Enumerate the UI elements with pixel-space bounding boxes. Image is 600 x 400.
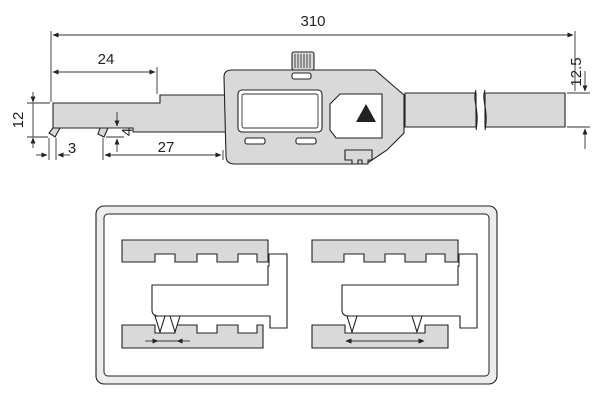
triangle-up-icon [356, 104, 376, 122]
dim-jaw-span: 27 [102, 138, 224, 160]
usage-example-right [311, 239, 478, 349]
lcd-display [237, 89, 323, 133]
dim-beam-height: 12 [10, 92, 50, 148]
dim-12-label: 12 [10, 112, 27, 129]
dim-body-height: 12.5 [567, 57, 590, 149]
dim-4-label: 4 [119, 128, 136, 136]
caliper-jaw-tips [48, 127, 109, 138]
dim-310-label: 310 [300, 13, 325, 30]
dim-overall-length: 310 [50, 13, 576, 102]
dim-24-label: 24 [98, 51, 115, 68]
usage-example-left [121, 239, 288, 349]
dim-tip-width: 3 [36, 138, 76, 160]
dim-27-label: 27 [158, 139, 175, 156]
mode-button[interactable] [295, 137, 317, 145]
dim-12-5-label: 12.5 [568, 57, 585, 86]
zero-button[interactable] [244, 137, 266, 145]
caliper-beam [52, 89, 566, 133]
caliper-top-view: 310 24 12.5 12 [10, 13, 590, 165]
display-button-panel[interactable] [329, 93, 383, 139]
dim-3-label: 3 [68, 140, 76, 157]
dim-tip-height: 4 [106, 112, 136, 152]
caliper-body [223, 51, 405, 165]
usage-illustration-panel [95, 205, 498, 385]
dim-jaw-length: 24 [52, 51, 158, 94]
